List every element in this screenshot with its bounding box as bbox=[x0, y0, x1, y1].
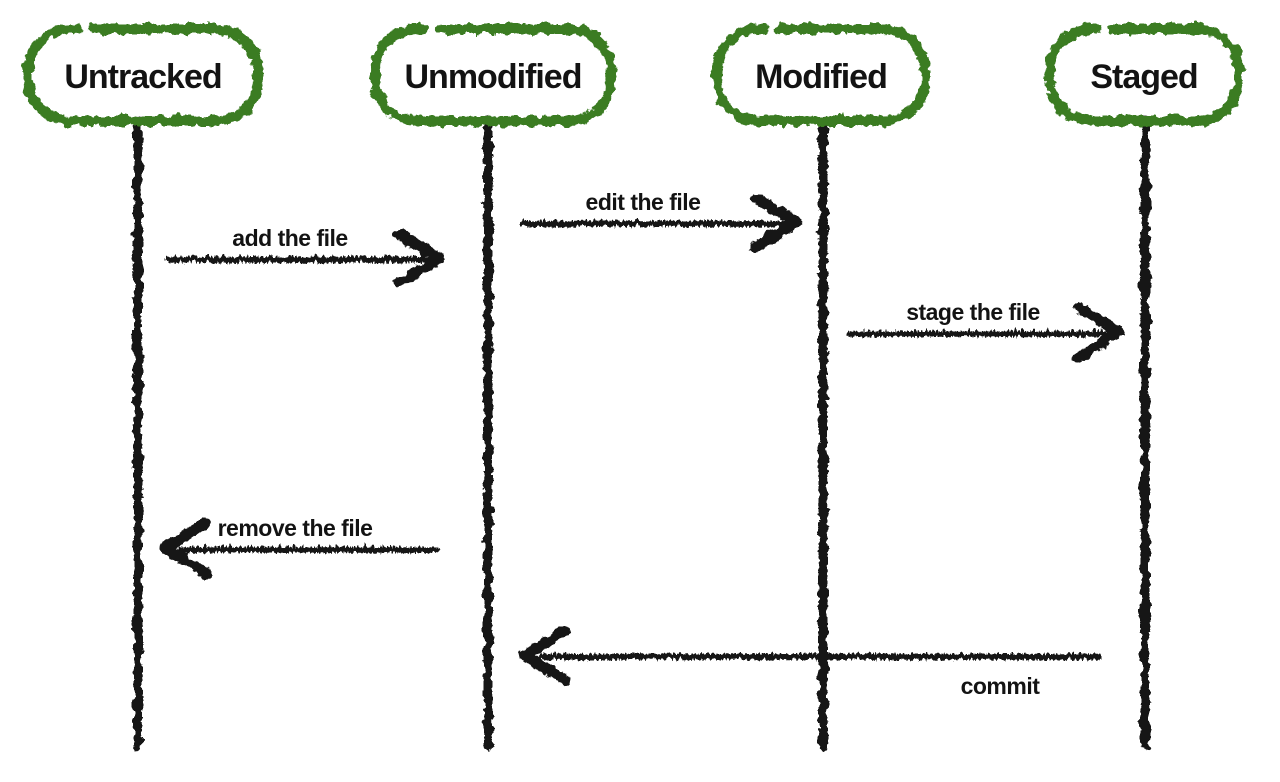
actor-box-modified bbox=[712, 24, 930, 126]
message-label: commit bbox=[961, 673, 1041, 699]
actor-label-staged: Staged bbox=[1090, 58, 1197, 96]
actor-label-unmodified: Unmodified bbox=[405, 58, 582, 96]
message-label: stage the file bbox=[906, 299, 1040, 325]
message-commit: commit bbox=[519, 625, 1100, 699]
arrowhead-left-icon bbox=[519, 625, 571, 686]
message-stage-the-file: stage the file bbox=[845, 299, 1125, 363]
arrowhead-right-icon bbox=[750, 192, 802, 253]
message-remove-the-file: remove the file bbox=[159, 515, 437, 579]
actor-label-untracked: Untracked bbox=[64, 58, 221, 96]
lifelines bbox=[133, 115, 1150, 751]
arrowhead-right-icon bbox=[393, 228, 445, 289]
actor-staged: Staged bbox=[1045, 24, 1244, 126]
actor-box-untracked bbox=[23, 24, 263, 126]
message-edit-the-file: edit the file bbox=[519, 189, 802, 253]
message-label: remove the file bbox=[218, 515, 373, 541]
message-label: edit the file bbox=[586, 189, 701, 215]
message-add-the-file: add the file bbox=[163, 225, 445, 289]
actor-label-modified: Modified bbox=[755, 58, 887, 96]
message-label: add the file bbox=[232, 225, 347, 251]
arrowhead-right-icon bbox=[1073, 302, 1125, 363]
actor-untracked: Untracked bbox=[23, 24, 263, 126]
arrowhead-left-icon bbox=[159, 518, 211, 579]
actor-box-staged bbox=[1045, 24, 1244, 126]
actor-box-unmodified bbox=[370, 24, 616, 126]
actor-unmodified: Unmodified bbox=[370, 24, 616, 126]
actor-modified: Modified bbox=[712, 24, 930, 126]
